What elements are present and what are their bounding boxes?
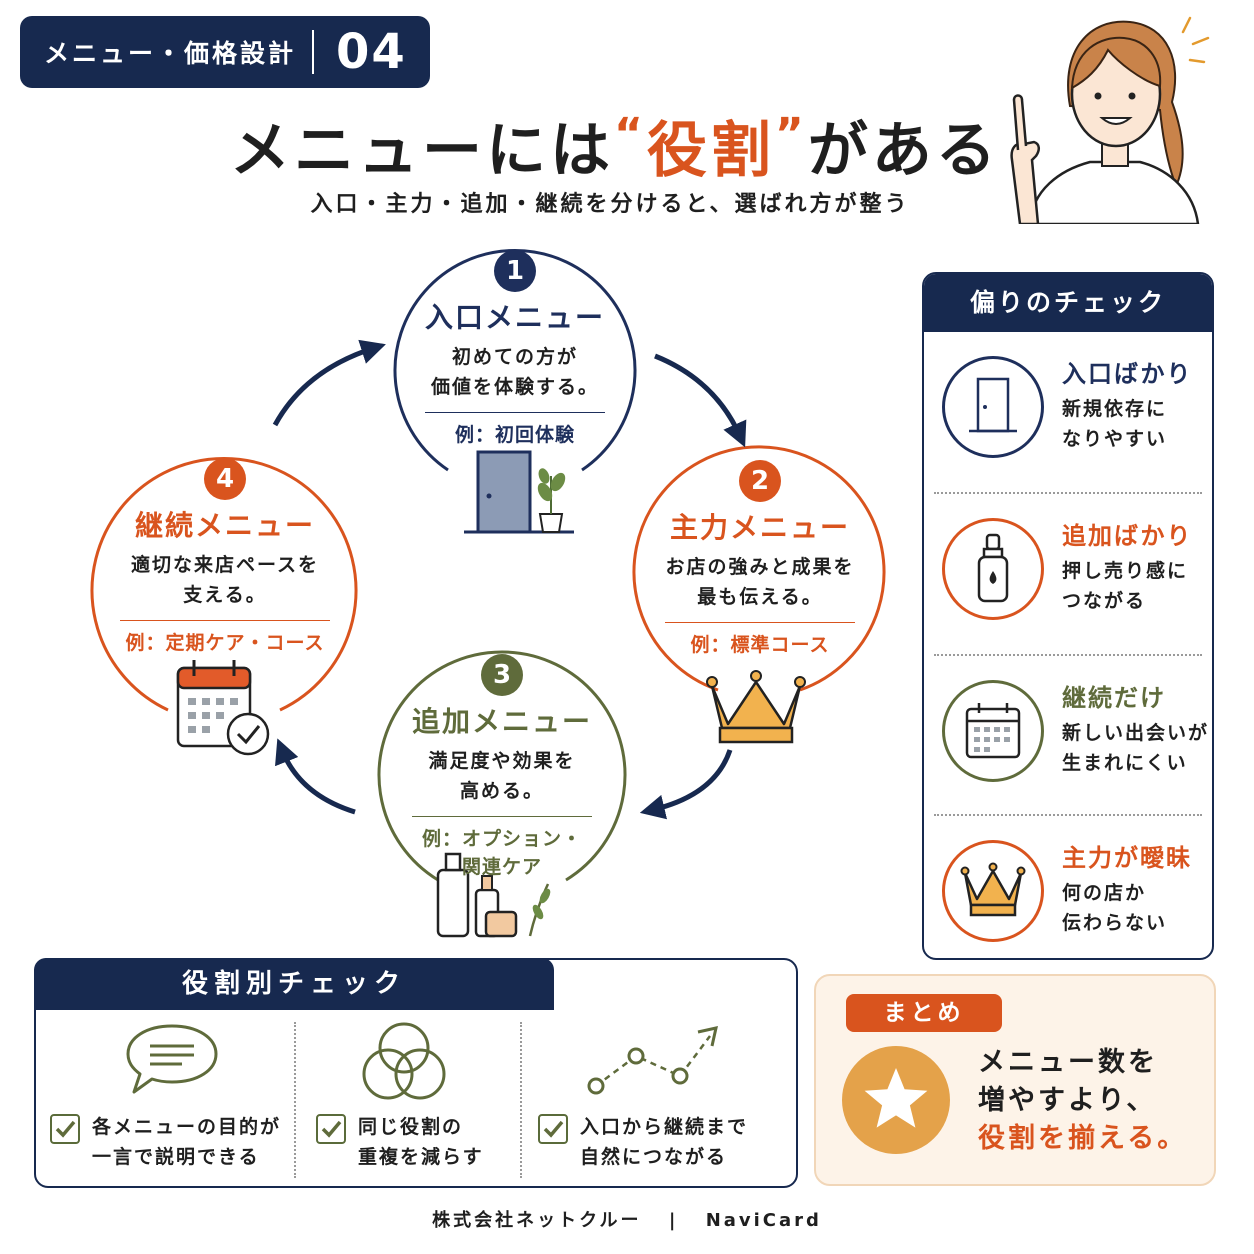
- arrow-4-to-1: [272, 339, 386, 427]
- cycle-example: 例：オプション・関連ケア: [421, 828, 582, 878]
- cycle-diagram: [90, 248, 886, 938]
- title-accent: 役割: [646, 116, 775, 186]
- category-badge: メニュー・価格設計 04: [20, 16, 430, 88]
- cycle-number: 4: [204, 458, 246, 500]
- footer-divider: |: [668, 1210, 679, 1231]
- circle-additional: [377, 650, 627, 882]
- checkbox: [316, 1114, 346, 1144]
- cycle-name: 主力メニュー: [669, 511, 850, 544]
- bias-item: 入口ばかり 新規依存になりやすい: [924, 332, 1212, 494]
- bias-check-title: 偏りのチェック: [924, 274, 1212, 332]
- arrow-2-to-3: [639, 749, 733, 820]
- circle-main: [632, 445, 886, 692]
- presenter-illustration: [1010, 16, 1210, 224]
- page-title: メニューには“役割”がある: [230, 109, 1000, 186]
- brand-name: NaviCard: [705, 1210, 822, 1231]
- role-check-item: 各メニューの目的が一言で説明できる: [50, 1012, 290, 1182]
- bias-item: 追加ばかり 押し売り感につながる: [924, 494, 1212, 656]
- bottles-icon: [436, 852, 551, 938]
- cycle-name: 継続メニュー: [134, 509, 315, 542]
- cycle-main: 2 主力メニュー お店の強みと成果を最も伝える。 例：標準コース: [650, 460, 870, 659]
- star-icon: [842, 1046, 950, 1154]
- door-plant-icon: [464, 450, 574, 534]
- crown-icon: [942, 840, 1044, 942]
- checkbox: [538, 1114, 568, 1144]
- growth-path-icon: [587, 1026, 718, 1095]
- crown-icon: [706, 670, 806, 744]
- section-number: 04: [336, 24, 407, 80]
- category-label: メニュー・価格設計: [44, 39, 297, 68]
- cycle-number: 2: [739, 460, 781, 502]
- role-check-item: 入口から継続まで自然につながる: [538, 1012, 778, 1182]
- speech-bubble-icon: [126, 1024, 218, 1094]
- bias-item: 主力が曖昧 何の店か伝わらない: [924, 816, 1212, 958]
- cycle-entry: 1 入口メニュー 初めての方が価値を体験する。 例：初回体験: [410, 250, 620, 449]
- overlap-circles-icon: [362, 1022, 446, 1100]
- cycle-name: 追加メニュー: [411, 705, 592, 738]
- cycle-number: 3: [481, 654, 523, 696]
- dropper-bottle-icon: [942, 518, 1044, 620]
- cycle-continuation: 4 継続メニュー 適切な来店ペースを支える。 例：定期ケア・コース: [100, 458, 350, 657]
- cycle-example: 例：初回体験: [454, 424, 575, 446]
- arrow-3-to-4: [275, 738, 356, 815]
- badge-divider: [312, 30, 314, 74]
- cycle-example: 例：標準コース: [690, 634, 830, 656]
- page-subtitle: 入口・主力・追加・継続を分けると、選ばれ方が整う: [310, 192, 910, 217]
- cycle-number: 1: [494, 250, 536, 292]
- summary-tag: まとめ: [846, 994, 1002, 1032]
- cycle-additional: 3 追加メニュー 満足度や効果を高める。 例：オプション・関連ケア: [392, 654, 612, 881]
- calendar-icon: [942, 680, 1044, 782]
- calendar-check-icon: [176, 660, 270, 756]
- arrow-1-to-2: [654, 353, 747, 448]
- role-check-title: 役割別チェック: [34, 958, 554, 1010]
- summary-text: メニュー数を 増やすより、 役割を揃える。: [978, 1047, 1188, 1154]
- door-icon: [942, 356, 1044, 458]
- role-check-item: 同じ役割の重複を減らす: [316, 1012, 516, 1182]
- footer: 株式会社ネットクルー | NaviCard: [300, 1206, 954, 1232]
- bias-item: 継続だけ 新しい出会いが生まれにくい: [924, 656, 1212, 818]
- cycle-name: 入口メニュー: [424, 301, 605, 334]
- checkbox: [50, 1114, 80, 1144]
- bias-check-panel: 偏りのチェック 入口ばかり 新規依存になりやすい 追加ばかり 押し売り感につなが…: [922, 272, 1214, 960]
- cycle-example: 例：定期ケア・コース: [125, 632, 325, 654]
- company-name: 株式会社ネットクルー: [432, 1210, 642, 1231]
